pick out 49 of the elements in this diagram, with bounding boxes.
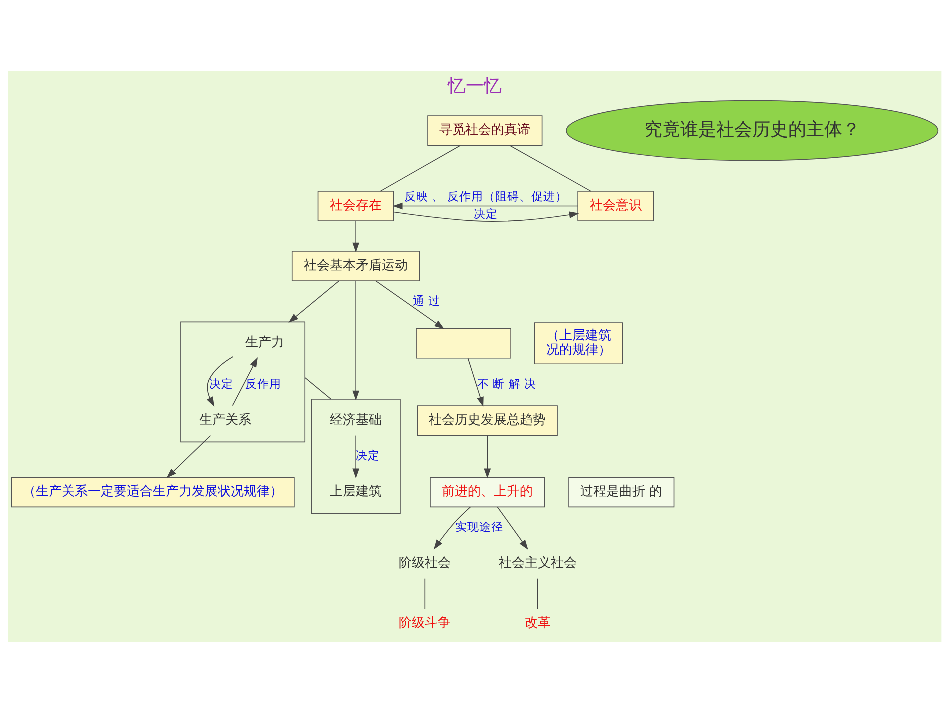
connector <box>304 377 332 400</box>
edge-label: 反作用 <box>246 377 282 392</box>
cluster <box>180 322 306 443</box>
connector <box>380 145 461 192</box>
edge-label: 实现途径 <box>455 520 504 534</box>
node-box: 社会基本矛盾运动 <box>292 251 420 282</box>
arrow <box>484 435 492 479</box>
diagram-title: 忆一忆 <box>448 76 502 98</box>
edge-label: 通 过 <box>412 294 441 308</box>
edge-label: 决定 <box>210 377 234 392</box>
node-box: 社会历史发展总趋势 <box>417 406 558 436</box>
node-box: 社会存在 <box>318 191 394 222</box>
node-text: 社会主义社会 <box>498 556 577 572</box>
node-box: 过程是曲折 的 <box>568 477 675 508</box>
node-text: 生产关系 <box>199 412 252 428</box>
arrow <box>352 435 360 479</box>
arrow <box>232 358 258 406</box>
connector <box>424 578 426 610</box>
arrow <box>392 202 578 210</box>
node-text: 阶级斗争 <box>399 616 452 632</box>
node-box: （生产关系一定要适合生产力发展状况规律） <box>11 477 295 508</box>
arrow <box>497 506 528 550</box>
cluster <box>311 399 401 514</box>
arrow <box>166 435 212 478</box>
node-box <box>416 328 512 359</box>
node-text: 改革 <box>524 616 551 632</box>
edge-label: 不 断 解 决 <box>477 377 536 392</box>
arrow <box>394 212 580 222</box>
connector <box>537 578 538 610</box>
node-text: 生产力 <box>245 336 284 351</box>
node-box: 前进的、上升的 <box>430 477 546 508</box>
arrow <box>434 506 472 550</box>
node-box: 社会意识 <box>578 191 654 222</box>
edge-label: 反映 、 反作用（阻碍、促进） <box>404 190 568 204</box>
connector <box>510 145 592 192</box>
arrow <box>206 356 234 407</box>
arrow <box>352 280 360 401</box>
edge-label: 决定 <box>474 206 498 221</box>
node-ellipse: 究竟谁是社会历史的主体？ <box>566 100 939 162</box>
node-text: 经济基础 <box>330 412 382 428</box>
arrow <box>288 280 340 323</box>
node-text: 上层建筑 <box>330 484 382 500</box>
arrow <box>468 358 484 408</box>
node-box: （上层建筑 况的规律） <box>534 322 624 365</box>
edge-label: 决定 <box>356 448 380 463</box>
arrow <box>376 280 445 330</box>
node-box: 寻觅社会的真谛 <box>428 116 543 146</box>
arrow <box>352 220 360 253</box>
node-text: 阶级社会 <box>399 556 452 572</box>
